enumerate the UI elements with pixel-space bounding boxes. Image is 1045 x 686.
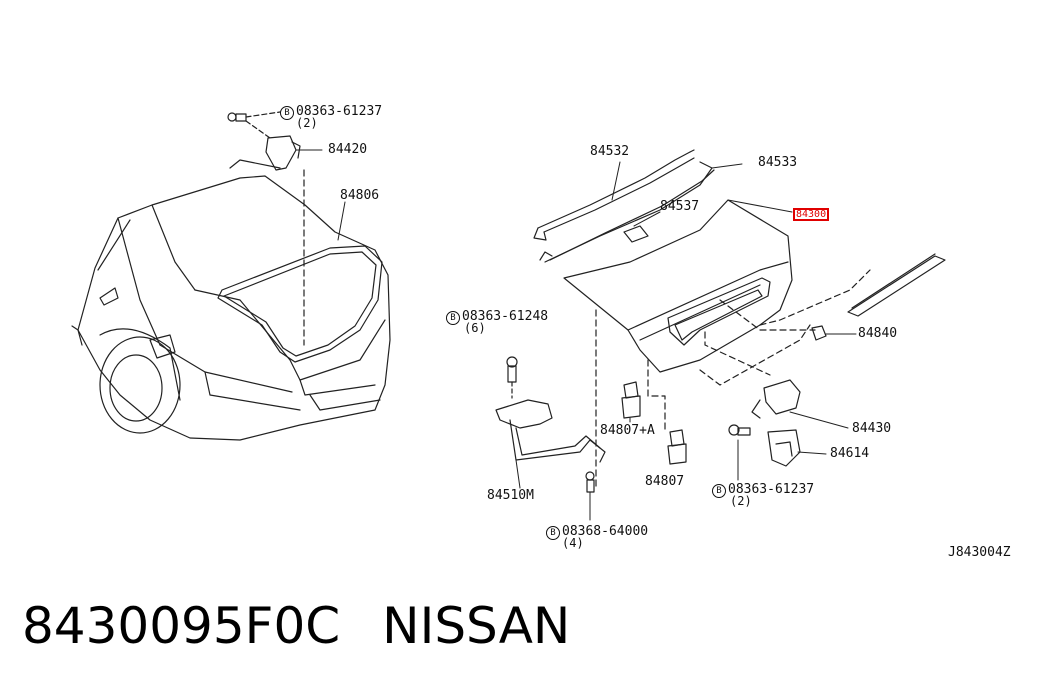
- callout-84614: 84614: [830, 446, 870, 461]
- bumper-rubbers: [621, 381, 687, 465]
- brand-name: NISSAN: [382, 597, 571, 655]
- bolt-symbol: B: [280, 106, 294, 120]
- callout-84807a: 84807+A: [600, 423, 655, 438]
- hinge-assembly: [495, 356, 606, 521]
- callout-84300-highlighted[interactable]: 84300: [793, 208, 830, 221]
- qty-08368-64000: (4): [562, 536, 584, 550]
- lock-assembly: [728, 379, 849, 481]
- callout-84840: 84840: [858, 326, 898, 341]
- footer-caption: 8430095F0C NISSAN: [22, 596, 612, 656]
- opener-cables: [533, 149, 743, 263]
- trunk-lid-parts-diagram: [71, 111, 946, 521]
- top-bolt-and-hinge: [227, 111, 346, 346]
- finisher-strip: [811, 253, 946, 341]
- bolt-symbol: B: [446, 311, 460, 325]
- qty-08363-61248: (6): [464, 321, 486, 335]
- callout-84806: 84806: [340, 188, 380, 203]
- qty-08363-61237-top: (2): [296, 116, 318, 130]
- bolt-symbol: B: [546, 526, 560, 540]
- trunk-lid: [563, 199, 871, 491]
- callout-84533: 84533: [758, 155, 798, 170]
- callout-84532: 84532: [590, 144, 630, 159]
- qty-08363-61237-bottom: (2): [730, 494, 752, 508]
- callout-84510m: 84510M: [487, 488, 534, 503]
- callout-84537: 84537: [660, 199, 700, 214]
- bolt-symbol: B: [712, 484, 726, 498]
- callout-84807: 84807: [645, 474, 685, 489]
- car-body-illustration: [71, 175, 391, 441]
- diagram-reference-code: J843004Z: [948, 545, 1011, 560]
- callout-84430: 84430: [852, 421, 892, 436]
- callout-84420: 84420: [328, 142, 368, 157]
- part-number: 8430095F0C: [22, 597, 341, 655]
